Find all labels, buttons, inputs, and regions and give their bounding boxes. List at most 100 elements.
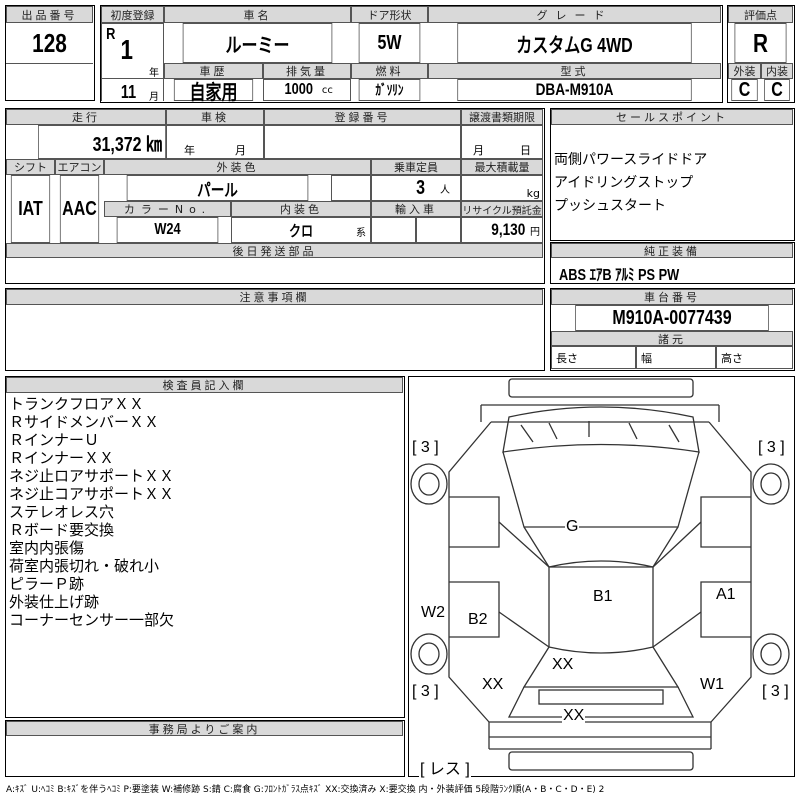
seats-unit: 人: [440, 184, 450, 196]
vehicle-box: 初度登録 車名 ドア形状 グレード R 1 年 11 月 ルーミー 5W カスタ…: [100, 5, 723, 104]
damage-mark-w2: W2: [420, 604, 446, 622]
displacement: 1000 cc: [263, 79, 351, 101]
seats-value: 3: [415, 176, 425, 199]
car-name: ルーミー: [182, 23, 333, 63]
score-box: 評価点 R 外装 内装 C C: [727, 5, 795, 103]
fuel-label: 燃料: [351, 63, 428, 79]
color-label: 外装色: [104, 159, 371, 175]
disp-unit: cc: [321, 84, 333, 96]
ext-label: 外装: [728, 63, 761, 79]
score: R: [734, 23, 787, 63]
damage-mark-g: G: [565, 518, 580, 536]
first-reg-label: 初度登録: [101, 6, 164, 23]
fuel: ｶﾞｿﾘﾝ: [358, 79, 421, 101]
inspect-year-unit: 年: [184, 144, 195, 157]
damage-mark-xx: XX: [481, 676, 505, 694]
width-label: 幅: [636, 346, 716, 369]
chassis-box: 車台番号 M910A-0077439 諸元 長さ 幅 高さ: [550, 288, 795, 371]
transfer-label: 譲渡書類期限: [461, 109, 543, 125]
later-parts-label: 後日発送部品: [6, 243, 543, 258]
lot-box: 出品番号 128: [5, 5, 95, 101]
lot-label: 出品番号: [6, 6, 93, 23]
t-month: 月: [473, 144, 484, 157]
interior-color: クロ 系: [231, 217, 371, 243]
name-label: 車名: [164, 6, 351, 23]
import-label: 輸入車: [371, 201, 461, 217]
disp-label: 排気量: [263, 63, 351, 79]
lot-number: 128: [32, 27, 67, 58]
recycle-label: リサイクル預託金: [461, 201, 543, 217]
damage-mark-xx: XX: [551, 656, 575, 674]
office-box: 事務局よりご案内: [5, 720, 405, 777]
inspector-label: 検査員記入欄: [6, 377, 403, 393]
inspection-label: 車検: [166, 109, 264, 125]
chassis-label: 車台番号: [551, 289, 793, 305]
recycle-unit: 円: [530, 226, 540, 238]
inspector-note: ネジ止コアサポートＸＸ: [9, 485, 175, 503]
inspector-note: トランクフロアＸＸ: [9, 395, 145, 413]
equipment-list: ABS ｴｱB ｱﾙﾐ PS PW: [559, 267, 680, 284]
notes-box: 注意事項欄: [5, 288, 545, 371]
length-label: 長さ: [551, 346, 636, 369]
disp-value: 1000: [284, 81, 314, 98]
equipment-box: 純正装備 ABS ｴｱB ｱﾙﾐ PS PW: [550, 242, 795, 284]
inspector-note: ステレオレス穴: [9, 503, 115, 521]
ac: AAC: [59, 175, 100, 243]
era: R: [106, 26, 116, 43]
spare-tire-mark: [ レス ]: [419, 755, 471, 779]
grade: カスタムG 4WD: [457, 23, 692, 63]
damage-mark-b2: B2: [467, 611, 489, 629]
colorno-label: カラーNo.: [104, 201, 231, 217]
inspector-note: 室内内張傷: [9, 539, 85, 557]
details-box: 走行 車検 登録番号 譲渡書類期限 31,372 ㎞ 年月 月日 シフト エアコ…: [5, 108, 545, 284]
equipment-label: 純正装備: [551, 243, 793, 258]
transfer-deadline: 月日: [461, 125, 543, 159]
max-load: kg: [461, 175, 543, 201]
sales-box: セールスポイント 両側パワースライドドア アイドリングストップ プッシュスタート: [550, 108, 795, 241]
damage-mark-b1: B1: [592, 588, 614, 606]
legend: A:ｷｽﾞ U:ﾍｺﾐ B:ｷｽﾞを伴うﾍｺﾐ P:要塗装 W:補修跡 S:錆 …: [6, 785, 605, 795]
int-label: 内装: [761, 63, 793, 79]
inspector-box: 検査員記入欄 トランクフロアＸＸ ＲサイドメンバーＸＸ ＲインナーＵ Ｒインナー…: [5, 376, 405, 718]
first-reg-month: 11: [120, 82, 137, 102]
score-label: 評価点: [728, 6, 793, 23]
grade-label: グレード: [428, 6, 721, 23]
height-label: 高さ: [716, 346, 793, 369]
month-unit: 月: [149, 92, 159, 103]
reg-number: [264, 125, 461, 159]
inspector-note: ＲインナーＸＸ: [9, 449, 115, 467]
intcolor-label: 内装色: [231, 201, 371, 217]
notes-label: 注意事項欄: [6, 289, 543, 305]
damage-mark-xx: XX: [562, 707, 586, 725]
int-grade: C: [764, 79, 790, 101]
shift: IAT: [10, 175, 51, 243]
sales-item: アイドリングストップ: [554, 175, 694, 191]
tire-mark-front-left: [ 3 ]: [411, 439, 440, 457]
model-code: DBA-M910A: [457, 79, 692, 101]
intcolor-value: クロ: [288, 222, 313, 240]
chassis-number: M910A-0077439: [575, 305, 769, 331]
sales-item: プッシュスタート: [554, 198, 666, 214]
t-day: 日: [520, 144, 531, 157]
inspector-note: 荷室内張切れ・破れ小: [9, 557, 160, 575]
door-label: ドア形状: [351, 6, 428, 23]
history-label: 車歴: [164, 63, 263, 79]
ext-grade: C: [731, 79, 758, 101]
inspector-note: ＲサイドメンバーＸＸ: [9, 413, 160, 431]
year-unit: 年: [149, 68, 159, 79]
seats-label: 乗車定員: [371, 159, 461, 175]
inspection-date: 年月: [166, 125, 264, 159]
model-label: 型式: [428, 63, 721, 79]
intcolor-suffix: 系: [356, 228, 366, 239]
sales-item: 両側パワースライドドア: [554, 152, 708, 168]
car-outline-drawing: [410, 378, 790, 771]
first-reg-year: 1: [120, 34, 134, 65]
mileage-label: 走行: [6, 109, 166, 125]
inspector-note: Ｒボード要交換: [9, 521, 115, 539]
color-number: W24: [116, 217, 219, 243]
damage-mark-a1: A1: [715, 586, 737, 604]
reg-label: 登録番号: [264, 109, 461, 125]
car-diagram: [ 3 ] [ 3 ] [ 3 ] [ 3 ] [ レス ] G B1 A1 W…: [408, 376, 795, 779]
